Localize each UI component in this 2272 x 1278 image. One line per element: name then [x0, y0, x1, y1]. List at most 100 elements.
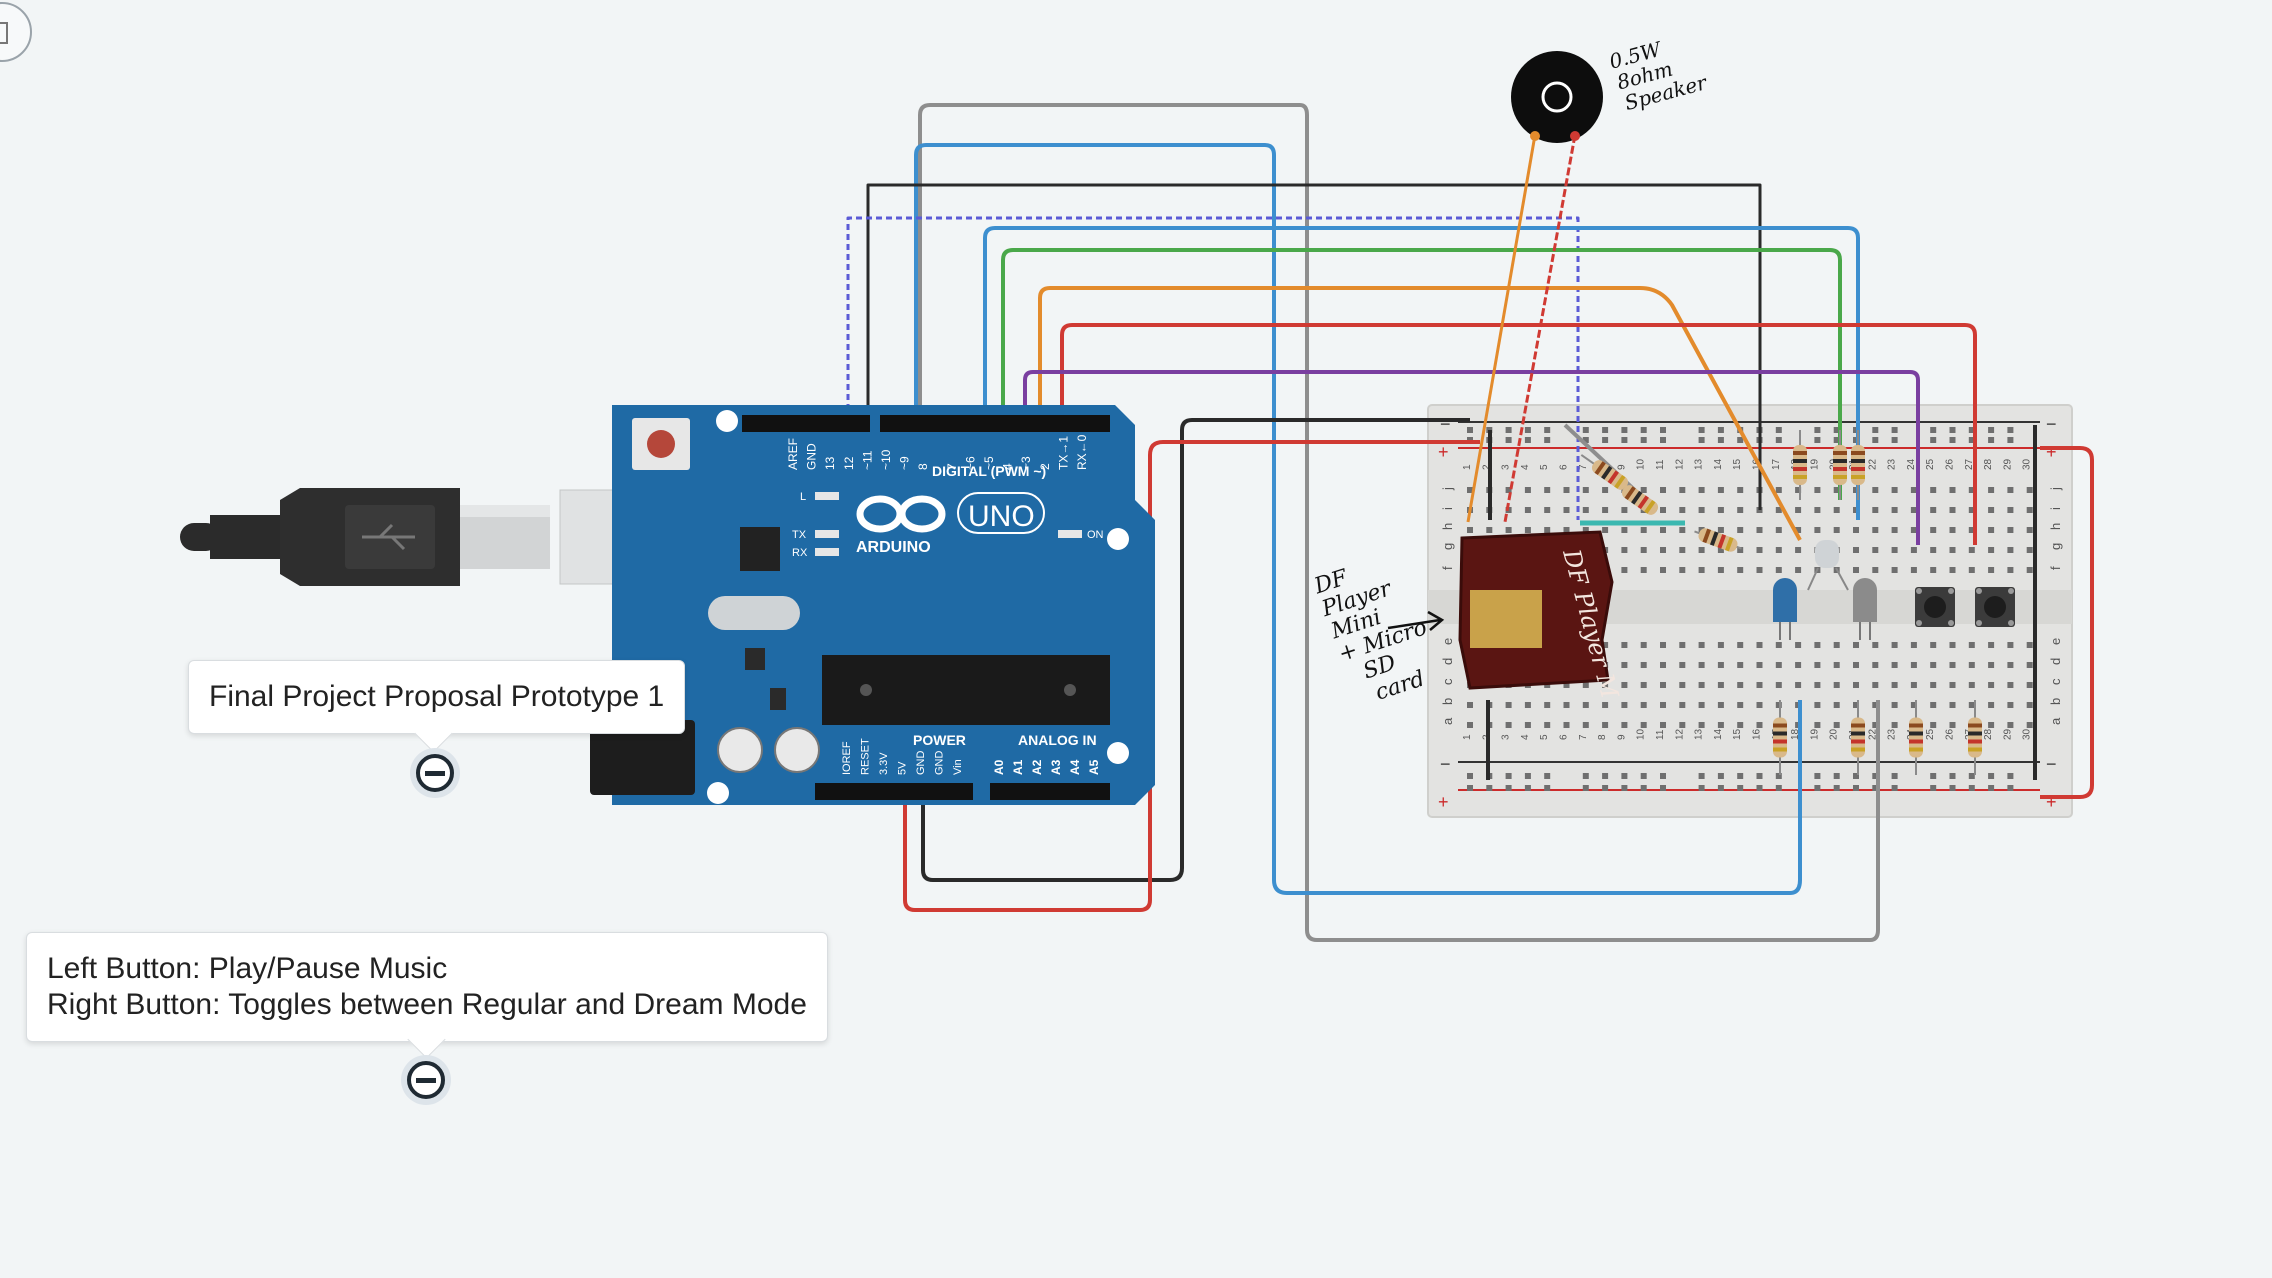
- column-number: 12: [1674, 728, 1685, 740]
- column-number: 14: [1713, 728, 1724, 740]
- note-title-text: Final Project Proposal Prototype 1: [209, 680, 665, 713]
- resistors[interactable]: [1577, 430, 1982, 775]
- column-number: 23: [1887, 458, 1898, 470]
- wire-blue-2: [983, 226, 1860, 520]
- push-button-left[interactable]: [1915, 587, 1955, 627]
- column-number: 22: [1867, 728, 1878, 740]
- column-number: 15: [1732, 458, 1743, 470]
- status-leds: [815, 492, 1082, 556]
- row-letter: h: [2048, 523, 2063, 530]
- note-title[interactable]: Final Project Proposal Prototype 1: [188, 660, 686, 734]
- column-number: 3: [1501, 734, 1512, 740]
- column-number: 22: [1867, 458, 1878, 470]
- svg-text:−: −: [2046, 414, 2057, 434]
- power-pin-label: GND: [934, 751, 946, 776]
- column-number: 2: [1481, 464, 1492, 470]
- push-button-right[interactable]: [1975, 587, 2015, 627]
- resistor[interactable]: [1620, 483, 1661, 517]
- resistor[interactable]: [1793, 430, 1807, 500]
- svg-text:+: +: [1438, 442, 1449, 462]
- dfplayer-arrow: [1387, 610, 1445, 631]
- column-number: 30: [2022, 728, 2033, 740]
- wire-orange: [1038, 286, 1802, 541]
- note-instructions-line-2: Right Button: Toggles between Regular an…: [47, 988, 807, 1021]
- row-letter: i: [1440, 507, 1455, 510]
- led-tx-label: TX: [792, 529, 807, 541]
- row-letter: j: [2048, 487, 2063, 491]
- note-title-collapse-icon[interactable]: [410, 748, 460, 798]
- svg-text:+: +: [1438, 792, 1449, 812]
- analog-pin-label: A1: [1011, 759, 1025, 775]
- wire-red-top: [1060, 323, 1977, 545]
- dfplayer-annotation: DF Player Mini + Micro SD card: [1311, 565, 1430, 706]
- analog-pin-label: A5: [1087, 759, 1101, 775]
- wires[interactable]: [846, 103, 2094, 942]
- digital-pin-label: ~3: [1019, 456, 1033, 470]
- svg-text:−: −: [2046, 754, 2057, 774]
- power-pin-label: IOREF: [841, 741, 853, 775]
- resistor[interactable]: [1968, 700, 1982, 775]
- wire-purple-dash: [846, 216, 1580, 520]
- column-number: 26: [1945, 728, 1956, 740]
- column-number: 25: [1925, 458, 1936, 470]
- column-number: 6: [1559, 464, 1570, 470]
- digital-pin-label: ~11: [860, 450, 874, 470]
- column-number: 11: [1655, 459, 1666, 470]
- breadboard[interactable]: 1122334455667788991010111112121313141415…: [1427, 404, 2073, 818]
- digital-pin-label: RX←0: [1075, 434, 1089, 470]
- column-number: 5: [1539, 464, 1550, 470]
- rgb-led[interactable]: [1807, 540, 1849, 591]
- resistor[interactable]: [1833, 430, 1847, 500]
- resistor[interactable]: [1851, 430, 1865, 500]
- column-number: 14: [1713, 458, 1724, 470]
- row-letter: f: [2048, 566, 2063, 570]
- row-letter: i: [2048, 507, 2063, 510]
- dfplayer-module[interactable]: DF Player M: [1458, 530, 1624, 703]
- analog-pin-label: A4: [1068, 759, 1082, 775]
- analog-pin-label: A2: [1030, 759, 1044, 775]
- resistor[interactable]: [1773, 700, 1787, 775]
- note-instructions-line-1: Left Button: Play/Pause Music: [47, 952, 448, 985]
- resistor[interactable]: [1909, 700, 1923, 775]
- digital-pin-label: ~5: [982, 456, 996, 470]
- digital-pin-label: ~6: [963, 456, 977, 470]
- column-number: 1: [1462, 734, 1473, 740]
- digital-pin-label: 7: [945, 463, 959, 470]
- speaker-annotation: 0.5W 8ohm Speaker: [1607, 37, 1711, 116]
- power-pin-label: Vin: [952, 759, 964, 775]
- row-letter: e: [2048, 638, 2063, 645]
- arduino-brand: ARDUINO: [856, 539, 931, 556]
- column-number: 20: [1829, 728, 1840, 740]
- column-number: 28: [1983, 728, 1994, 740]
- digital-pin-label: ~9: [898, 456, 912, 470]
- column-number: 26: [1945, 458, 1956, 470]
- arduino-uno[interactable]: UNO ARDUINO DIGITAL (PWM ~) POWER ANALOG…: [590, 405, 1155, 805]
- power-pin-label: 5V: [897, 761, 909, 775]
- note-instructions-collapse-icon[interactable]: [401, 1055, 451, 1105]
- digital-pin-label: AREF: [786, 438, 800, 470]
- column-number: 10: [1636, 458, 1647, 470]
- column-number: 27: [1964, 458, 1975, 470]
- power-pin-label: 3.3V: [878, 752, 890, 775]
- led-gray[interactable]: [1853, 578, 1877, 640]
- column-number: 7: [1578, 464, 1589, 470]
- arduino-model: UNO: [968, 500, 1035, 533]
- led-blue[interactable]: [1773, 578, 1797, 640]
- column-number: 13: [1694, 458, 1705, 470]
- column-number: 4: [1520, 464, 1531, 470]
- analog-pin-label: A0: [992, 759, 1006, 775]
- row-letter: g: [2048, 543, 2063, 550]
- column-number: 24: [1906, 458, 1917, 470]
- row-letter: c: [1440, 678, 1455, 685]
- resistor[interactable]: [1692, 525, 1744, 555]
- column-number: 16: [1752, 728, 1763, 740]
- row-letter: e: [1440, 638, 1455, 645]
- resistor[interactable]: [1851, 700, 1865, 775]
- column-number: 28: [1983, 458, 1994, 470]
- column-number: 30: [2022, 458, 2033, 470]
- usb-icon: [362, 523, 415, 551]
- row-letter: c: [2048, 678, 2063, 685]
- speaker[interactable]: [1511, 51, 1603, 143]
- row-letter: f: [1440, 566, 1455, 570]
